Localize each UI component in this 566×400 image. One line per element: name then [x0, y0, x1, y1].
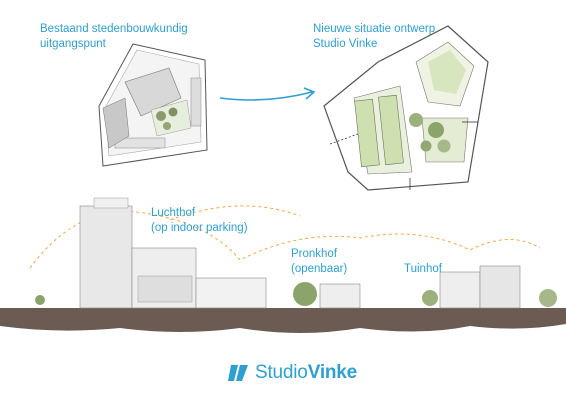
tuinhof-label: Tuinhof [404, 263, 442, 275]
cross-section-drawing [0, 197, 566, 333]
new-situation-label: Nieuwe situatie ontwerp Studio Vinke [313, 23, 436, 50]
logo-wordmark: StudioVinke [255, 362, 358, 383]
new-site-plan [323, 25, 489, 191]
pronkhof-label: Pronkhof (openbaar) [291, 248, 348, 275]
studio-vinke-logo: StudioVinke [228, 362, 357, 384]
existing-situation-label: Bestaand stedenbouwkundig uitgangspunt [40, 23, 188, 50]
luchthof-label: Luchthof (op indoor parking) [151, 207, 248, 234]
transition-arrow [219, 87, 316, 101]
logo-mark-icon [228, 365, 248, 381]
existing-site-plan [98, 43, 208, 167]
